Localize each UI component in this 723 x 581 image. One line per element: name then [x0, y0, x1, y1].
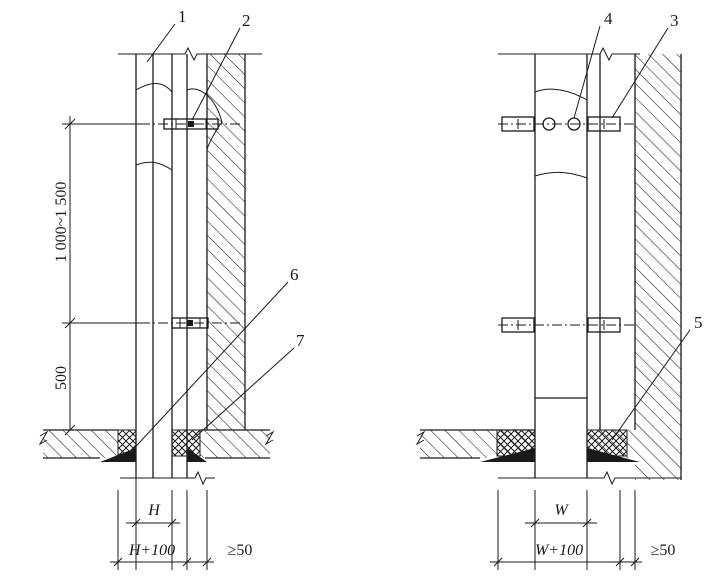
callout-3: 3: [670, 11, 679, 30]
right-view: W W+100 ≥50 4 3 5: [415, 9, 703, 570]
left-floor-slab: [38, 429, 275, 462]
dim-H-plus-100: H+100: [128, 542, 175, 559]
callout-2: 2: [242, 11, 251, 30]
callout-5: 5: [694, 313, 703, 332]
left-vertical-dimension: 1 000~1 500 500: [53, 116, 240, 436]
callout-7: 7: [296, 331, 305, 350]
dim-W-plus-100: W+100: [535, 542, 583, 559]
callout-1: 1: [178, 7, 187, 26]
right-callouts: 4 3 5: [573, 9, 703, 441]
right-floor-slab: [415, 429, 640, 462]
left-callouts: 1 2 6 7: [126, 7, 305, 457]
right-bracket-upper: [498, 116, 635, 132]
dim-W: W: [554, 502, 569, 519]
callout-6: 6: [290, 265, 299, 284]
right-sealant-left: [480, 448, 535, 462]
right-bracket-lower: [498, 317, 635, 333]
left-view: 1 000~1 500 500 H H+100 ≥50 1 2: [38, 7, 305, 570]
left-dim-wall-gap: ≥50: [228, 542, 253, 559]
right-duct: [534, 54, 601, 478]
dim-H: H: [147, 502, 161, 519]
left-wall-hatch: [207, 54, 245, 430]
right-dim-wall-gap: ≥50: [651, 542, 676, 559]
dim-1000-1500: 1 000~1 500: [53, 182, 70, 263]
right-wall-hatch: [635, 54, 681, 480]
left-horizontal-dimensions: H H+100 ≥50: [110, 478, 252, 570]
dim-500: 500: [53, 366, 70, 390]
right-horizontal-dimensions: W W+100 ≥50: [490, 490, 675, 570]
right-sealant-right: [587, 448, 640, 462]
callout-4: 4: [604, 9, 613, 28]
left-sealant: [100, 448, 136, 462]
